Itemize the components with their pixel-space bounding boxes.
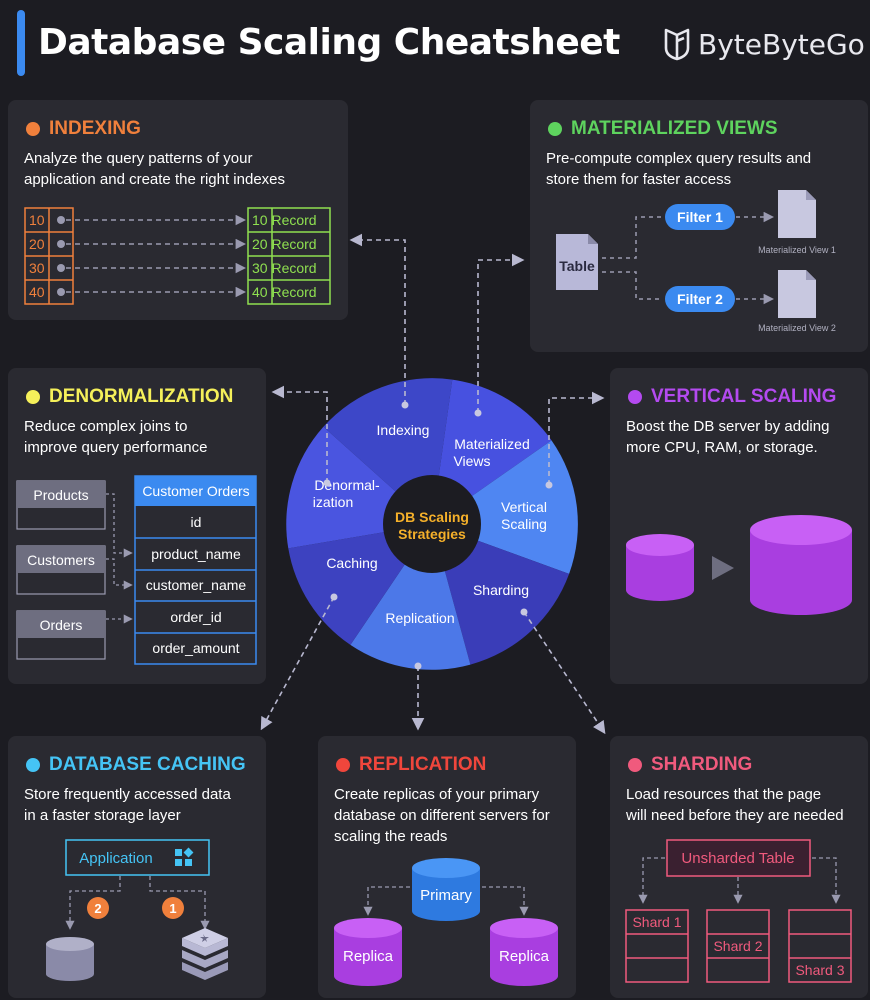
caching-desc-line: in a faster storage layer: [24, 807, 181, 824]
wheel-label-vertical: Vertical: [501, 499, 547, 515]
replication-description: Create replicas of your primary database…: [334, 784, 550, 847]
vertical-desc-line: more CPU, RAM, or storage.: [626, 439, 818, 456]
caching-description: Store frequently accessed data in a fast…: [24, 784, 231, 826]
wheel-label-materialized: Materialized: [454, 436, 529, 452]
wheel-segment-replication: [350, 524, 471, 670]
sharding-heading: SHARDING: [628, 754, 752, 776]
replication-desc-line: scaling the reads: [334, 828, 448, 845]
denormalization-dot-icon: [26, 390, 40, 404]
connector-materialized: [477, 253, 525, 413]
wheel-label-vertical: Scaling: [501, 516, 547, 532]
vertical-heading: VERTICAL SCALING: [628, 386, 836, 408]
denormalization-description: Reduce complex joins to improve query pe…: [24, 416, 207, 458]
denormalization-desc-line: Reduce complex joins to: [24, 418, 188, 435]
indexing-heading: INDEXING: [26, 118, 141, 140]
indexing-title: INDEXING: [49, 118, 141, 139]
sharding-dot-icon: [628, 758, 642, 772]
replication-card: REPLICATION Create replicas of your prim…: [318, 736, 576, 998]
sharding-title: SHARDING: [651, 754, 753, 775]
connector-denormalization: [271, 385, 328, 483]
wheel-segment-sharding: [432, 524, 570, 665]
bytebytego-logo-icon: [664, 28, 690, 61]
indexing-desc-line: Analyze the query patterns of your: [24, 150, 253, 167]
denormalization-desc-line: improve query performance: [24, 439, 208, 456]
indexing-desc-line: application and create the right indexes: [24, 171, 286, 188]
caching-title: DATABASE CACHING: [49, 754, 246, 775]
wheel-segment-indexing: [323, 378, 453, 524]
materialized-desc-line: store them for faster access: [546, 171, 732, 188]
materialized-heading: MATERIALIZED VIEWS: [548, 118, 778, 140]
wheel-center-title: DB Scaling: [395, 509, 469, 525]
vertical-scaling-card: VERTICAL SCALING Boost the DB server by …: [610, 368, 868, 684]
wheel-label-materialized: Views: [453, 453, 490, 469]
wheel-center-title: Strategies: [398, 526, 466, 542]
vertical-description: Boost the DB server by adding more CPU, …: [626, 416, 829, 458]
vertical-desc-line: Boost the DB server by adding: [626, 418, 830, 435]
vertical-title: VERTICAL SCALING: [651, 386, 837, 407]
connector-dot: [474, 409, 482, 417]
caching-heading: DATABASE CACHING: [26, 754, 246, 776]
sharding-description: Load resources that the page will need b…: [626, 784, 844, 826]
brand-name: ByteByteGo: [698, 27, 865, 61]
connector-sharding: [523, 611, 606, 735]
strategy-wheel: DB Scaling Strategies Indexing Materiali…: [286, 378, 578, 670]
replication-desc-line: Create replicas of your primary: [334, 786, 540, 803]
caching-desc-line: Store frequently accessed data: [24, 786, 231, 803]
materialized-description: Pre-compute complex query results and st…: [546, 148, 811, 190]
connector-dot: [414, 662, 422, 670]
indexing-dot-icon: [26, 122, 40, 136]
wheel-label-replication: Replication: [385, 610, 454, 626]
indexing-description: Analyze the query patterns of your appli…: [24, 148, 285, 190]
connector-dot: [401, 401, 409, 409]
vertical-dot-icon: [628, 390, 642, 404]
connector-dot: [545, 481, 553, 489]
materialized-desc-line: Pre-compute complex query results and: [546, 150, 812, 167]
sharding-desc-line: will need before they are needed: [626, 807, 844, 824]
wheel-segment-denormalization: [286, 426, 432, 549]
wheel-segment-caching: [288, 524, 432, 645]
indexing-card: INDEXING Analyze the query patterns of y…: [8, 100, 348, 320]
denormalization-title: DENORMALIZATION: [49, 386, 234, 407]
connector-dot: [330, 593, 338, 601]
replication-title: REPLICATION: [359, 754, 487, 775]
wheel-segment-vertical: [432, 440, 578, 574]
sharding-card: SHARDING Load resources that the page wi…: [610, 736, 868, 998]
connector-dot: [520, 608, 528, 616]
page-title: Database Scaling Cheatsheet: [38, 22, 620, 63]
materialized-title: MATERIALIZED VIEWS: [571, 118, 778, 139]
wheel-label-denormalization: ization: [313, 494, 353, 510]
materialized-views-card: MATERIALIZED VIEWS Pre-compute complex q…: [530, 100, 868, 352]
denormalization-card: DENORMALIZATION Reduce complex joins to …: [8, 368, 266, 684]
connector-indexing: [349, 233, 406, 405]
replication-heading: REPLICATION: [336, 754, 486, 776]
sharding-desc-line: Load resources that the page: [626, 786, 822, 803]
wheel-label-indexing: Indexing: [377, 422, 430, 438]
connector-caching: [260, 596, 335, 731]
wheel-label-caching: Caching: [326, 555, 377, 571]
database-caching-card: DATABASE CACHING Store frequently access…: [8, 736, 266, 998]
denormalization-heading: DENORMALIZATION: [26, 386, 233, 408]
wheel-label-sharding: Sharding: [473, 582, 529, 598]
replication-dot-icon: [336, 758, 350, 772]
wheel-label-denormalization: Denormal-: [314, 477, 380, 493]
replication-desc-line: database on different servers for: [334, 807, 550, 824]
materialized-dot-icon: [548, 122, 562, 136]
caching-dot-icon: [26, 758, 40, 772]
title-accent-bar: [17, 10, 25, 76]
wheel-segment-materialized: [432, 379, 552, 524]
wheel-center: [383, 475, 481, 573]
connector-vertical: [548, 391, 605, 485]
brand: ByteByteGo: [662, 24, 865, 64]
connector-dot: [323, 479, 331, 487]
